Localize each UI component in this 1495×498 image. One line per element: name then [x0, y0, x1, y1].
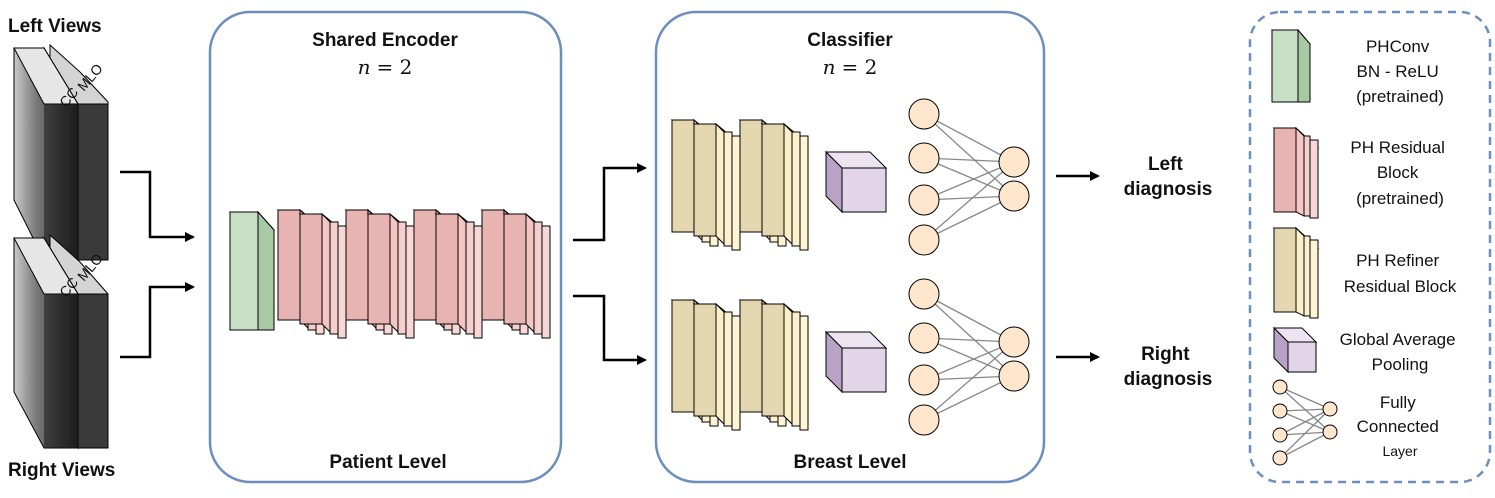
fc-output-node	[1322, 424, 1338, 440]
encoder-residual-block-2b	[366, 212, 415, 339]
fc-input-node	[908, 142, 940, 174]
classifier-n: n= 2	[823, 55, 878, 79]
classifier-title: Classifier	[807, 30, 893, 51]
fc-input-node	[908, 98, 940, 130]
fc-input-node	[1272, 450, 1288, 466]
shared-encoder-n: n= 2	[358, 55, 413, 79]
legend-ph-residual-icon	[1272, 126, 1320, 219]
classifier-container	[654, 10, 1046, 484]
fc-output-node	[998, 180, 1030, 212]
gap-cube-left	[824, 150, 888, 214]
refiner-block-right-2b	[760, 302, 809, 431]
refiner-block-left-1b	[692, 122, 741, 251]
breast-level-label: Breast Level	[793, 452, 906, 473]
legend-fc-net	[1272, 379, 1338, 466]
fc-output-node	[1322, 401, 1338, 417]
fc-input-node	[1272, 427, 1288, 443]
legend-gap-label: Global Average Pooling	[1340, 330, 1461, 374]
legend-fc-label: Fully Connected Layer	[1357, 393, 1444, 459]
fc-layer-left	[908, 98, 1030, 256]
left-mlo-label: MLO	[74, 60, 106, 94]
classifier-branches	[670, 98, 1030, 436]
shared-encoder-title: Shared Encoder	[312, 30, 458, 51]
fc-input-node	[908, 184, 940, 216]
encoder-to-left-classifier-arrow	[573, 163, 647, 242]
fc-layer-right	[908, 278, 1030, 436]
left-diagnosis-label: Left diagnosis	[1124, 154, 1213, 200]
legend-ph-refiner-label: PH Refiner Residual Block	[1344, 251, 1457, 296]
shared-encoder-container	[208, 10, 563, 484]
encoder-residual-blocks	[276, 208, 551, 339]
encoder-residual-block-3b	[434, 212, 483, 339]
fc-input-node	[1272, 379, 1288, 395]
left-views-title: Left Views	[8, 16, 102, 37]
fc-input-node	[908, 364, 940, 396]
legend-phconv-label: PHConv BN - ReLU (pretrained)	[1356, 37, 1444, 106]
left-input-arrow	[120, 170, 195, 242]
right-input-arrow	[120, 282, 195, 359]
fc-input-node	[908, 322, 940, 354]
legend-fc-icon	[1272, 379, 1338, 466]
legend-phconv-icon	[1270, 28, 1312, 103]
fc-input-node	[1272, 403, 1288, 419]
fc-input-node	[908, 224, 940, 256]
fc-input-node	[908, 278, 940, 310]
encoder-residual-block-1b	[298, 212, 347, 339]
fc-output-node	[998, 360, 1030, 392]
legend-ph-residual-label: PH Residual Block (pretrained)	[1350, 138, 1449, 208]
refiner-block-right-1b	[692, 302, 741, 431]
fc-output-node	[998, 326, 1030, 358]
legend-gap-icon	[1272, 326, 1318, 374]
right-diagnosis-label: Right diagnosis	[1124, 344, 1213, 390]
refiner-block-left-2b	[760, 122, 809, 251]
legend-container	[1248, 10, 1492, 484]
fc-input-node	[908, 404, 940, 436]
legend-ph-refiner-icon	[1272, 226, 1320, 319]
patient-level-label: Patient Level	[329, 452, 446, 473]
encoder-to-right-classifier-arrow	[573, 294, 647, 365]
right-views-title: Right Views	[8, 460, 115, 481]
fc-output-node	[998, 146, 1030, 178]
left-views-stack: CC MLO	[13, 43, 109, 262]
encoder-residual-block-4b	[502, 212, 551, 339]
right-views-stack: CC MLO	[13, 233, 109, 450]
gap-cube-right	[824, 330, 888, 394]
phconv-block	[228, 210, 276, 331]
